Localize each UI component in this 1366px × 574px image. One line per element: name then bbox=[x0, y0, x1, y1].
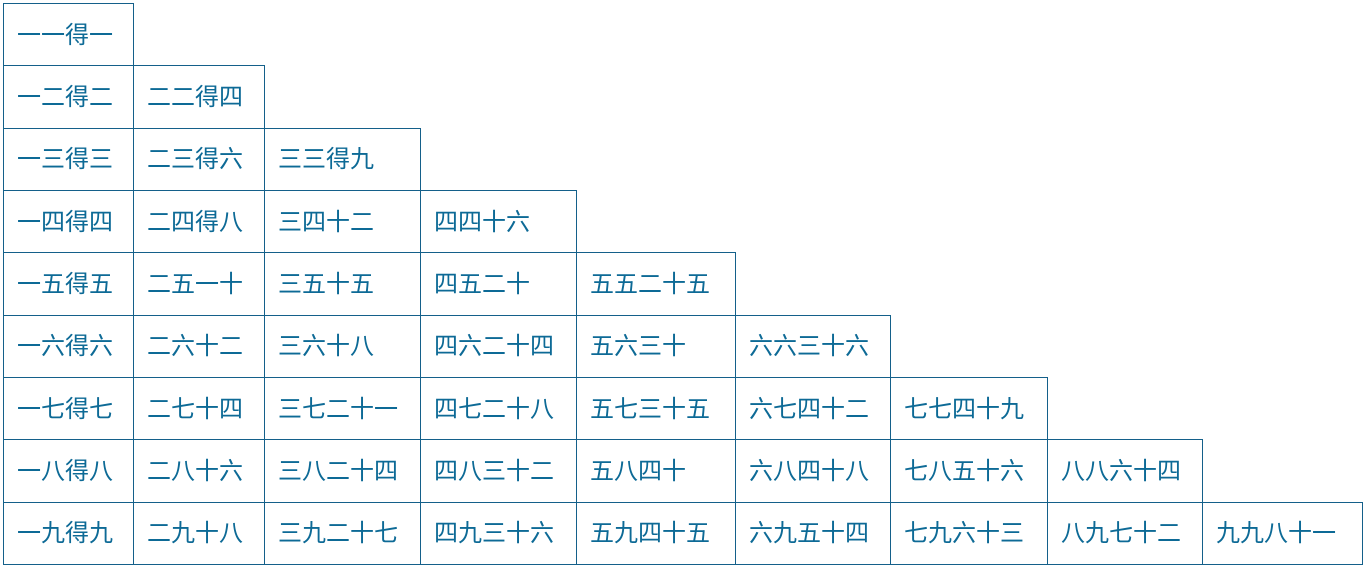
multiplication-cell: 四四十六 bbox=[420, 189, 577, 254]
multiplication-cell: 一四得四 bbox=[3, 189, 134, 254]
multiplication-cell: 二三得六 bbox=[133, 127, 265, 191]
multiplication-cell: 四七二十八 bbox=[420, 376, 577, 441]
multiplication-cell: 三四十二 bbox=[264, 189, 421, 254]
multiplication-cell: 三三得九 bbox=[264, 127, 421, 191]
table-row: 一一得一 bbox=[3, 2, 1363, 67]
multiplication-cell: 三九二十七 bbox=[264, 501, 421, 566]
multiplication-cell: 六八四十八 bbox=[735, 439, 891, 503]
table-row: 一七得七二七十四三七二十一四七二十八五七三十五六七四十二七七四十九 bbox=[3, 376, 1363, 441]
multiplication-cell: 三五十五 bbox=[264, 252, 421, 316]
multiplication-cell: 二五一十 bbox=[133, 252, 265, 316]
multiplication-cell: 一六得六 bbox=[3, 314, 134, 378]
multiplication-cell: 一一得一 bbox=[3, 2, 134, 67]
multiplication-cell: 一三得三 bbox=[3, 127, 134, 191]
multiplication-cell: 六六三十六 bbox=[735, 314, 891, 378]
multiplication-cell: 六九五十四 bbox=[735, 501, 891, 566]
multiplication-cell: 二八十六 bbox=[133, 439, 265, 503]
table-row: 一五得五二五一十三五十五四五二十五五二十五 bbox=[3, 252, 1363, 316]
table-row: 一六得六二六十二三六十八四六二十四五六三十六六三十六 bbox=[3, 314, 1363, 378]
multiplication-table-body: 一一得一一二得二二二得四一三得三二三得六三三得九一四得四二四得八三四十二四四十六… bbox=[3, 2, 1363, 566]
multiplication-cell: 四六二十四 bbox=[420, 314, 577, 378]
multiplication-cell: 八九七十二 bbox=[1047, 501, 1203, 566]
multiplication-cell: 二六十二 bbox=[133, 314, 265, 378]
multiplication-cell: 七九六十三 bbox=[890, 501, 1048, 566]
multiplication-cell: 七八五十六 bbox=[890, 439, 1048, 503]
multiplication-cell: 三八二十四 bbox=[264, 439, 421, 503]
multiplication-cell: 四九三十六 bbox=[420, 501, 577, 566]
multiplication-cell: 九九八十一 bbox=[1202, 501, 1363, 566]
multiplication-cell: 二二得四 bbox=[133, 65, 265, 129]
multiplication-cell: 一九得九 bbox=[3, 501, 134, 566]
multiplication-cell: 七七四十九 bbox=[890, 376, 1048, 441]
multiplication-table: 一一得一一二得二二二得四一三得三二三得六三三得九一四得四二四得八三四十二四四十六… bbox=[3, 2, 1363, 566]
multiplication-cell: 一七得七 bbox=[3, 376, 134, 441]
multiplication-cell: 六七四十二 bbox=[735, 376, 891, 441]
table-row: 一九得九二九十八三九二十七四九三十六五九四十五六九五十四七九六十三八九七十二九九… bbox=[3, 501, 1363, 566]
multiplication-cell: 一八得八 bbox=[3, 439, 134, 503]
multiplication-cell: 四五二十 bbox=[420, 252, 577, 316]
multiplication-cell: 一二得二 bbox=[3, 65, 134, 129]
multiplication-cell: 四八三十二 bbox=[420, 439, 577, 503]
multiplication-cell: 五五二十五 bbox=[576, 252, 736, 316]
multiplication-cell: 二七十四 bbox=[133, 376, 265, 441]
multiplication-cell: 五七三十五 bbox=[576, 376, 736, 441]
multiplication-cell: 三七二十一 bbox=[264, 376, 421, 441]
multiplication-cell: 二九十八 bbox=[133, 501, 265, 566]
table-row: 一八得八二八十六三八二十四四八三十二五八四十六八四十八七八五十六八八六十四 bbox=[3, 439, 1363, 503]
multiplication-cell: 五八四十 bbox=[576, 439, 736, 503]
multiplication-cell: 三六十八 bbox=[264, 314, 421, 378]
multiplication-cell: 一五得五 bbox=[3, 252, 134, 316]
multiplication-cell: 五九四十五 bbox=[576, 501, 736, 566]
table-row: 一三得三二三得六三三得九 bbox=[3, 127, 1363, 191]
multiplication-cell: 五六三十 bbox=[576, 314, 736, 378]
multiplication-cell: 二四得八 bbox=[133, 189, 265, 254]
multiplication-cell: 八八六十四 bbox=[1047, 439, 1203, 503]
table-row: 一四得四二四得八三四十二四四十六 bbox=[3, 189, 1363, 254]
table-row: 一二得二二二得四 bbox=[3, 65, 1363, 129]
